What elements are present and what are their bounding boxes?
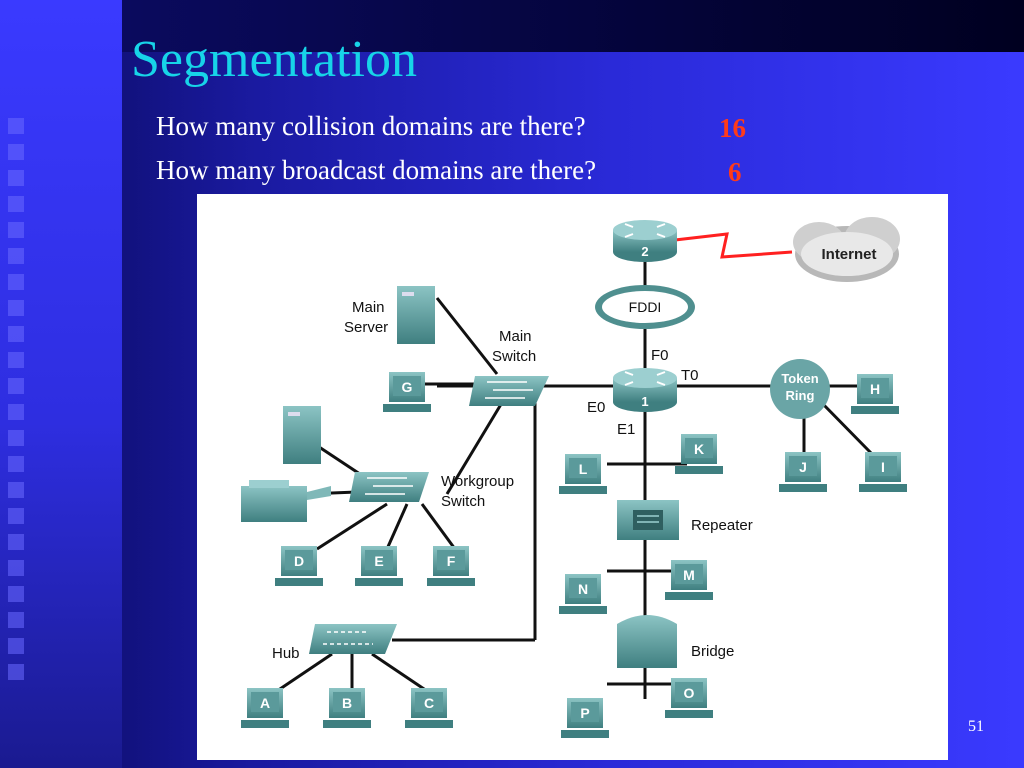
workgroup-switch-label-1: Workgroup bbox=[441, 473, 514, 490]
workstation-label: H bbox=[870, 381, 880, 397]
workstation-i: I bbox=[859, 452, 907, 492]
question-broadcast: How many broadcast domains are there? bbox=[156, 155, 597, 185]
network-diagram-svg: 2 Internet FDDI 1 F0 T0 E0 E1 Token Ring… bbox=[241, 217, 907, 738]
page-number: 51 bbox=[968, 718, 984, 735]
workstation-m: M bbox=[665, 560, 713, 600]
router-2: 2 bbox=[613, 220, 677, 262]
workgroup-switch bbox=[349, 472, 429, 502]
token-ring-label-2: Ring bbox=[786, 388, 815, 403]
hub-label: Hub bbox=[272, 645, 300, 662]
workstation-k: K bbox=[675, 434, 723, 474]
workstation-label: O bbox=[684, 685, 695, 701]
workstation-label: A bbox=[260, 695, 270, 711]
slide-title: Segmentation bbox=[131, 31, 417, 88]
workstation-c: C bbox=[405, 688, 453, 728]
main-switch-label-1: Main bbox=[499, 328, 532, 345]
answer-broadcast: 6 bbox=[728, 157, 742, 187]
workstation-d: D bbox=[275, 546, 323, 586]
workstation-f: F bbox=[427, 546, 475, 586]
port-t0-label: T0 bbox=[681, 367, 699, 384]
repeater-label: Repeater bbox=[691, 517, 753, 534]
main-server bbox=[397, 286, 435, 344]
workstation-label: P bbox=[580, 705, 589, 721]
top-band bbox=[122, 0, 1024, 52]
printer bbox=[241, 480, 331, 522]
workstation-label: F bbox=[447, 553, 456, 569]
workstation-p: P bbox=[561, 698, 609, 738]
workstation-l: L bbox=[559, 454, 607, 494]
hosts: A B C D E F G H I J K L M N O P bbox=[241, 372, 907, 738]
repeater bbox=[617, 500, 679, 540]
router-1: 1 bbox=[613, 368, 677, 412]
main-switch-label-2: Switch bbox=[492, 348, 536, 365]
hub bbox=[309, 624, 397, 654]
workstation-label: C bbox=[424, 695, 434, 711]
workstation-label: D bbox=[294, 553, 304, 569]
workgroup-switch-label-2: Switch bbox=[441, 493, 485, 510]
bridge bbox=[617, 615, 677, 668]
workstation-b: B bbox=[323, 688, 371, 728]
workstation-a: A bbox=[241, 688, 289, 728]
network-diagram: 2 Internet FDDI 1 F0 T0 E0 E1 Token Ring… bbox=[197, 194, 948, 760]
workstation-label: B bbox=[342, 695, 352, 711]
workstation-label: E bbox=[374, 553, 383, 569]
port-e0-label: E0 bbox=[587, 399, 605, 416]
workstation-g: G bbox=[383, 372, 431, 412]
workstation-n: N bbox=[559, 574, 607, 614]
router-1-label: 1 bbox=[641, 394, 648, 409]
workstation-label: N bbox=[578, 581, 588, 597]
internet-label: Internet bbox=[821, 246, 876, 263]
bridge-label: Bridge bbox=[691, 643, 734, 660]
workstation-label: I bbox=[881, 459, 885, 475]
main-server-label-2: Server bbox=[344, 319, 388, 336]
port-e1-label: E1 bbox=[617, 421, 635, 438]
main-server-label-1: Main bbox=[352, 299, 385, 316]
workstation-o: O bbox=[665, 678, 713, 718]
answer-collision: 16 bbox=[719, 113, 746, 143]
workstation-label: K bbox=[694, 441, 704, 457]
wan-link bbox=[674, 232, 793, 259]
left-decorative-strip bbox=[0, 0, 122, 768]
workstation-j: J bbox=[779, 452, 827, 492]
question-collision: How many collision domains are there? bbox=[156, 111, 586, 141]
workstation-h: H bbox=[851, 374, 899, 414]
token-ring: Token Ring bbox=[770, 359, 830, 419]
port-f0-label: F0 bbox=[651, 347, 669, 364]
token-ring-label-1: Token bbox=[781, 371, 818, 386]
decorative-squares bbox=[8, 118, 28, 690]
fddi-label: FDDI bbox=[629, 299, 662, 315]
workstation-label: L bbox=[579, 461, 588, 477]
internet-cloud: Internet bbox=[793, 217, 900, 282]
fddi-ring: FDDI bbox=[595, 285, 695, 329]
workstation-label: M bbox=[683, 567, 695, 583]
workstation-label: G bbox=[402, 379, 413, 395]
workstation-e: E bbox=[355, 546, 403, 586]
main-switch bbox=[469, 376, 549, 406]
router-2-label: 2 bbox=[641, 244, 648, 259]
workstation-label: J bbox=[799, 459, 807, 475]
workgroup-server bbox=[283, 406, 321, 464]
